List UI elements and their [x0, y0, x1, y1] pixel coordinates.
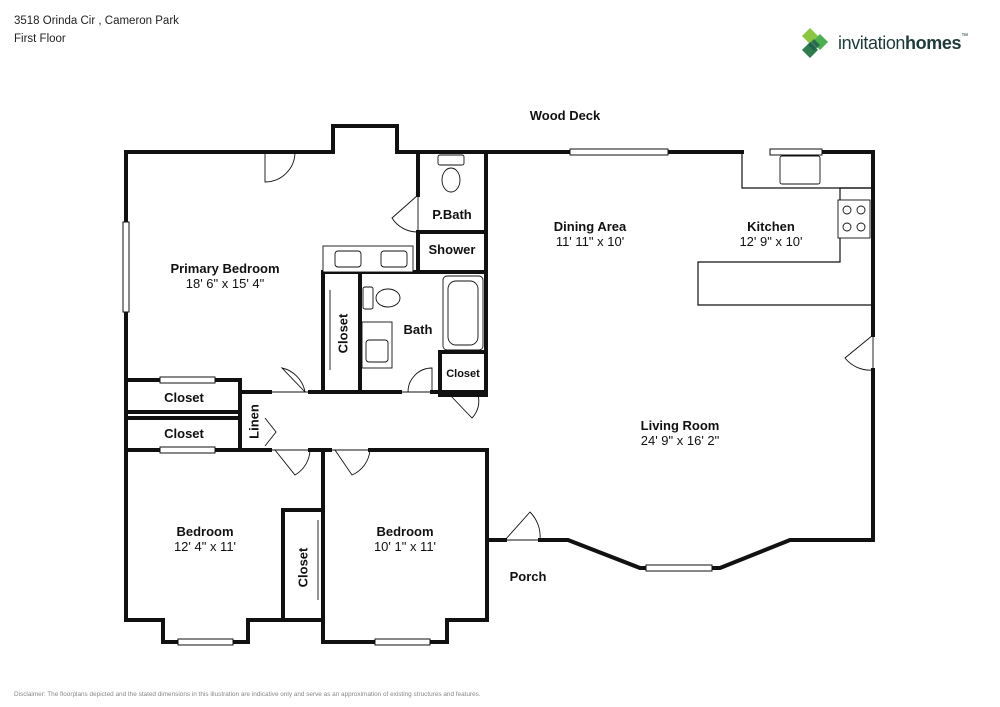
window-bay [645, 564, 713, 572]
living-room-name: Living Room [640, 418, 720, 433]
door-bath-closet [449, 394, 480, 419]
toilet-bath-tank [362, 286, 374, 310]
label-p-bath: P.Bath [421, 207, 483, 222]
window-kitchen [769, 148, 823, 156]
bedroom-right-name: Bedroom [376, 524, 434, 539]
disclaimer-text: Disclaimer: The floorplans depicted and … [14, 691, 481, 698]
door-living-east [844, 334, 874, 371]
bedroom-left-dims: 12' 4" x 11' [173, 539, 237, 554]
burner-4 [856, 222, 866, 232]
wall-bedroom-closet [281, 508, 325, 622]
label-shower: Shower [421, 242, 483, 257]
label-closet-vertical: Closet [336, 306, 351, 362]
tub-inner [447, 280, 479, 346]
primary-bedroom-dims: 18' 6" x 15' 4" [185, 276, 265, 291]
window-bedroom-right [374, 638, 431, 646]
bath-name: Bath [403, 322, 433, 337]
door-front [504, 511, 541, 541]
label-bath: Bath [395, 322, 441, 337]
kitchen-counter-top [741, 151, 874, 189]
wall-bath-closet [438, 350, 488, 397]
label-bedroom-left: Bedroom 12' 4" x 11' [150, 524, 260, 554]
door-bedroom-left [270, 449, 311, 476]
label-living-room: Living Room 24' 9" x 16' 2" [610, 418, 750, 448]
label-dining-area: Dining Area 11' 11" x 10' [530, 219, 650, 249]
toilet-pbath-tank [437, 154, 465, 166]
label-closet-lower: Closet [130, 426, 238, 441]
label-porch: Porch [500, 569, 556, 584]
door-hall-primary [270, 367, 310, 393]
sink-primary-1 [334, 250, 362, 268]
label-linen: Linen [247, 397, 262, 447]
brand-name-bold: homes [905, 33, 962, 53]
burner-2 [856, 205, 866, 215]
label-closet-upper: Closet [130, 390, 238, 405]
sink-bath [365, 339, 389, 363]
closet-upper-name: Closet [164, 390, 204, 405]
brand-name-light: invitation [838, 33, 906, 53]
burner-3 [842, 222, 852, 232]
closet-vertical-name: Closet [335, 313, 351, 354]
door-pbath [391, 194, 419, 233]
primary-bedroom-name: Primary Bedroom [170, 261, 280, 276]
label-bedroom-right: Bedroom 10' 1" x 11' [350, 524, 460, 554]
kitchen-dims: 12' 9" x 10' [739, 234, 803, 249]
window-bedroom-left [177, 638, 234, 646]
label-kitchen: Kitchen 12' 9" x 10' [716, 219, 826, 249]
closet-bedroom-name: Closet [295, 547, 311, 588]
sink-primary-2 [380, 250, 408, 268]
brand-logo: invitationhomes™ [798, 26, 980, 62]
window-deck-slider [569, 148, 669, 156]
door-hall-bath [400, 367, 433, 393]
floor-label: First Floor [14, 33, 66, 45]
label-closet-bedroom: Closet [296, 539, 311, 597]
label-closet-bath: Closet [441, 367, 485, 382]
kitchen-name: Kitchen [747, 219, 795, 234]
window-closet-lower [159, 446, 216, 454]
closet-lower-name: Closet [164, 426, 204, 441]
window-primary-west [122, 221, 130, 313]
wall-south-east [538, 538, 875, 570]
window-closet-upper [159, 376, 216, 384]
bedroom-right-dims: 10' 1" x 11' [373, 539, 437, 554]
stove [837, 199, 871, 239]
label-wood-deck: Wood Deck [525, 108, 605, 123]
wall-closet-vertical [321, 270, 362, 392]
door-linen [264, 417, 277, 447]
toilet-bath-bowl [375, 288, 401, 308]
dining-area-dims: 11' 11" x 10' [555, 234, 625, 249]
wall-bottom-right [281, 538, 489, 644]
property-address: 3518 Orinda Cir , Cameron Park [14, 15, 179, 27]
linen-name: Linen [246, 404, 262, 439]
wood-deck-name: Wood Deck [529, 108, 601, 123]
living-room-dims: 24' 9" x 16' 2" [640, 433, 720, 448]
wall-top-left [124, 124, 420, 154]
porch-name: Porch [509, 569, 547, 584]
wall-south-porch [485, 448, 507, 542]
door-primary [264, 151, 305, 183]
brand-logo-icon [802, 28, 828, 58]
closet-bath-name: Closet [446, 368, 480, 380]
kitchen-sink [779, 155, 821, 185]
dining-area-name: Dining Area [553, 219, 627, 234]
label-primary-bedroom: Primary Bedroom 18' 6" x 15' 4" [150, 261, 300, 291]
bedroom-left-name: Bedroom [176, 524, 234, 539]
shower-name: Shower [428, 242, 476, 257]
door-bedroom-right [330, 449, 371, 476]
brand-wordmark: invitationhomes™ [838, 33, 968, 53]
toilet-pbath-bowl [441, 167, 461, 193]
burner-1 [842, 205, 852, 215]
p-bath-name: P.Bath [432, 207, 472, 222]
